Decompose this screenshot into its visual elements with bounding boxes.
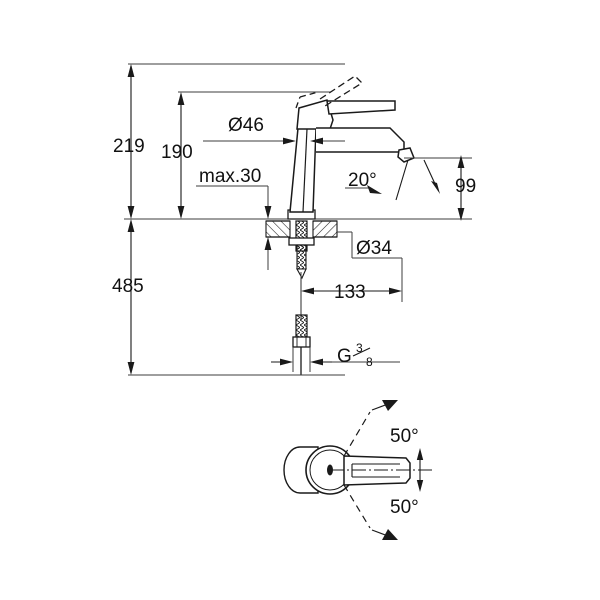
aerator	[397, 147, 415, 163]
counter-deck-section	[265, 220, 338, 238]
dim-label-overall-height: 219	[113, 136, 145, 157]
swivel-leader-lower	[343, 484, 398, 540]
threaded-shank	[288, 220, 315, 280]
dim-label-swivel-right: 50°	[390, 497, 419, 518]
spout-arm	[316, 127, 405, 153]
dim-label-spout-reach: 99	[455, 176, 476, 197]
top-view-swivel: 50° 50°	[283, 400, 432, 540]
dimension-network-elevation	[127, 63, 472, 376]
lever-handle-raised-phantom	[295, 75, 364, 109]
dim-label-handle-angle: 20°	[348, 170, 377, 191]
dim-label-tail-length: 485	[112, 276, 144, 297]
thread-denominator: 8	[366, 355, 373, 369]
dim-label-spout-height: 190	[161, 142, 193, 163]
swivel-leader-upper	[343, 400, 398, 457]
dim-label-hole-diameter: Ø34	[356, 238, 392, 259]
swivel-reference-tick	[416, 448, 424, 492]
dim-label-max-deck-thickness: max.30	[199, 166, 261, 187]
thread-letter: G	[337, 346, 352, 367]
thread-numerator: 3	[356, 341, 363, 355]
dim-label-swivel-left: 50°	[390, 426, 419, 447]
dimension-labels-elevation: 219 190 max.30 Ø46 Ø34 485 133 99 20° G …	[112, 115, 476, 369]
front-elevation-view	[124, 75, 470, 375]
dim-label-body-diameter: Ø46	[228, 115, 264, 136]
swivel-spout-arm	[343, 455, 411, 486]
lever-handle	[326, 100, 396, 115]
dim-label-thread-size: G 3 8	[337, 341, 373, 369]
dim-label-projection: 133	[334, 282, 366, 303]
leader-aerator	[395, 159, 409, 201]
supply-tail	[292, 278, 311, 375]
